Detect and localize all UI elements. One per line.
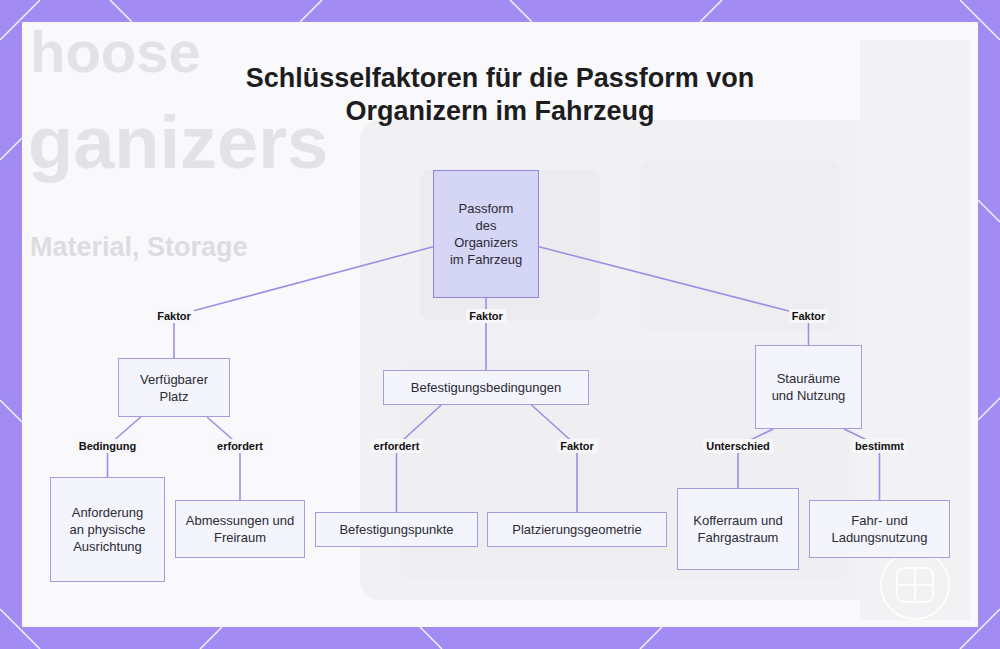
watermark-text: ganizers [28, 100, 328, 185]
connector-line [738, 429, 773, 488]
connector-line [539, 247, 809, 345]
white-panel [22, 22, 978, 627]
connector-label: Unterschied [703, 439, 773, 453]
watermark-text: Material, Storage [30, 232, 248, 263]
connector-label: Faktor [557, 439, 597, 453]
box-label: Abmessungen und Freiraum [184, 512, 296, 546]
connector-label: Faktor [789, 309, 829, 323]
connector-label: Faktor [154, 309, 194, 323]
box-label: Stauräume und Nutzung [770, 370, 847, 404]
concept-box: Befestigungsbedingungen [383, 370, 589, 405]
box-label: Platzierungsgeometrie [512, 521, 641, 538]
concept-box: Anforderung an physische Ausrichtung [50, 477, 165, 582]
box-label: Befestigungsbedingungen [411, 379, 561, 396]
concept-box: Stauräume und Nutzung [755, 345, 862, 429]
diagram-title: Schlüsselfaktoren für die Passform von O… [200, 62, 800, 128]
box-label: Passform des Organizers im Fahrzeug [449, 200, 523, 268]
concept-box: Verfügbarer Platz [118, 358, 230, 417]
connector-line [174, 247, 433, 358]
connector-line [532, 405, 578, 512]
box-label: Befestigungspunkte [339, 521, 453, 538]
connector-line [397, 405, 442, 512]
box-label: Fahr- und Ladungsnutzung [820, 512, 939, 546]
root-box: Passform des Organizers im Fahrzeug [433, 170, 539, 298]
connector-label: erfordert [371, 439, 423, 453]
box-label: Kofferraum und Fahrgastraum [693, 512, 783, 546]
connector-line [207, 417, 240, 500]
connector-label: erfordert [214, 439, 266, 453]
logo-badge [881, 551, 949, 619]
connector-label: Bedingung [76, 439, 139, 453]
concept-box: Fahr- und Ladungsnutzung [809, 500, 950, 558]
box-label: Verfügbarer Platz [131, 371, 217, 405]
box-label: Anforderung an physische Ausrichtung [63, 504, 152, 555]
concept-box: Platzierungsgeometrie [487, 512, 667, 547]
connector-label: bestimmt [852, 439, 907, 453]
concept-box: Abmessungen und Freiraum [175, 500, 305, 558]
concept-box: Kofferraum und Fahrgastraum [677, 488, 799, 570]
watermark-text: hoose [30, 18, 201, 85]
connector-label: Faktor [466, 309, 506, 323]
concept-box: Befestigungspunkte [315, 512, 478, 547]
